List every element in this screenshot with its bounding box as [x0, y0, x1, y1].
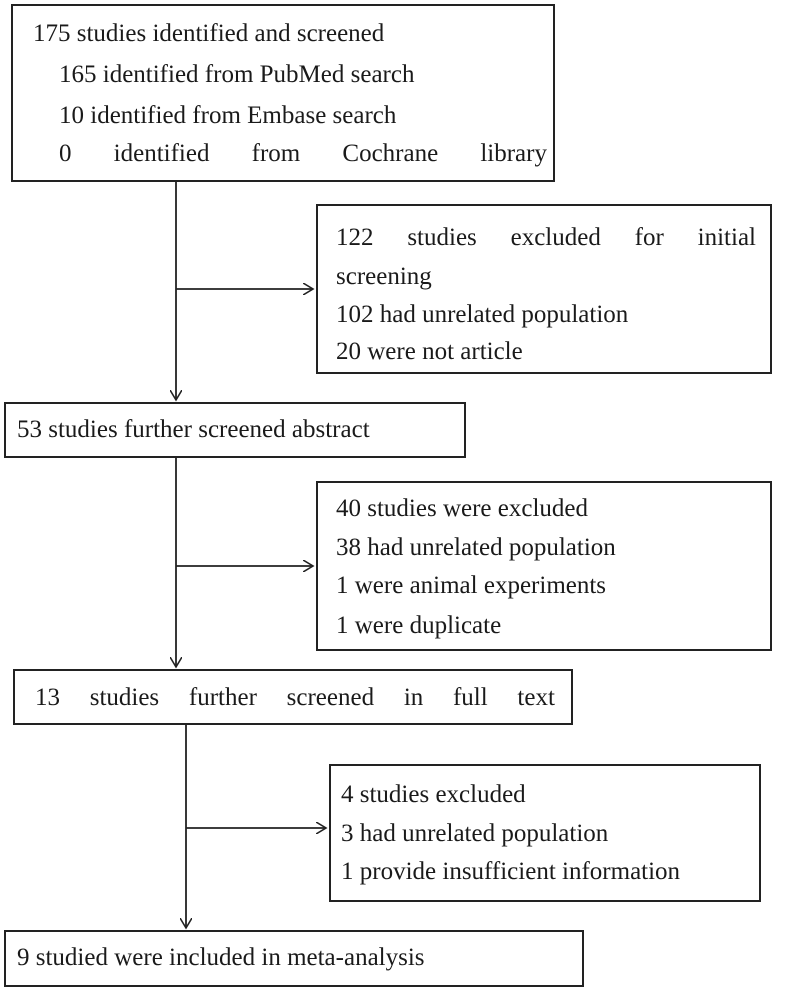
- excluded-4: 4 studies excluded: [341, 781, 526, 808]
- pubmed-count: 165 identified from PubMed search: [59, 61, 415, 88]
- fulltext-exclusion-box: 4 studies excluded 3 had unrelated popul…: [329, 764, 761, 902]
- cochrane-count: 0 identified from Cochrane library: [59, 140, 547, 167]
- initial-exclusion-title: 122 studies excluded for initial: [336, 224, 756, 251]
- not-article-20: 20 were not article: [336, 338, 523, 365]
- identification-box: 175 studies identified and screened 165 …: [11, 4, 555, 182]
- fulltext-screening-title: 13 studies further screened in full text: [35, 684, 555, 711]
- unrelated-population-3: 3 had unrelated population: [341, 820, 609, 847]
- initial-exclusion-title-cont: screening: [336, 263, 432, 290]
- abstract-screening-title: 53 studies further screened abstract: [17, 416, 370, 443]
- embase-count: 10 identified from Embase search: [59, 102, 397, 129]
- animal-experiments-1: 1 were animal experiments: [336, 572, 607, 599]
- unrelated-population-102: 102 had unrelated population: [336, 301, 629, 328]
- initial-exclusion-box: 122 studies excluded for initial screeni…: [316, 204, 772, 374]
- duplicate-1: 1 were duplicate: [336, 612, 502, 639]
- abstract-screening-box: 53 studies further screened abstract: [4, 402, 466, 458]
- abstract-exclusion-box: 40 studies were excluded 38 had unrelate…: [316, 481, 772, 651]
- insufficient-information-1: 1 provide insufficient information: [341, 858, 681, 885]
- unrelated-population-38: 38 had unrelated population: [336, 534, 616, 561]
- identification-title: 175 studies identified and screened: [33, 20, 385, 47]
- excluded-40: 40 studies were excluded: [336, 495, 589, 522]
- fulltext-screening-box: 13 studies further screened in full text: [13, 669, 573, 725]
- included-title: 9 studied were included in meta-analysis: [17, 944, 425, 971]
- included-box: 9 studied were included in meta-analysis: [4, 930, 584, 987]
